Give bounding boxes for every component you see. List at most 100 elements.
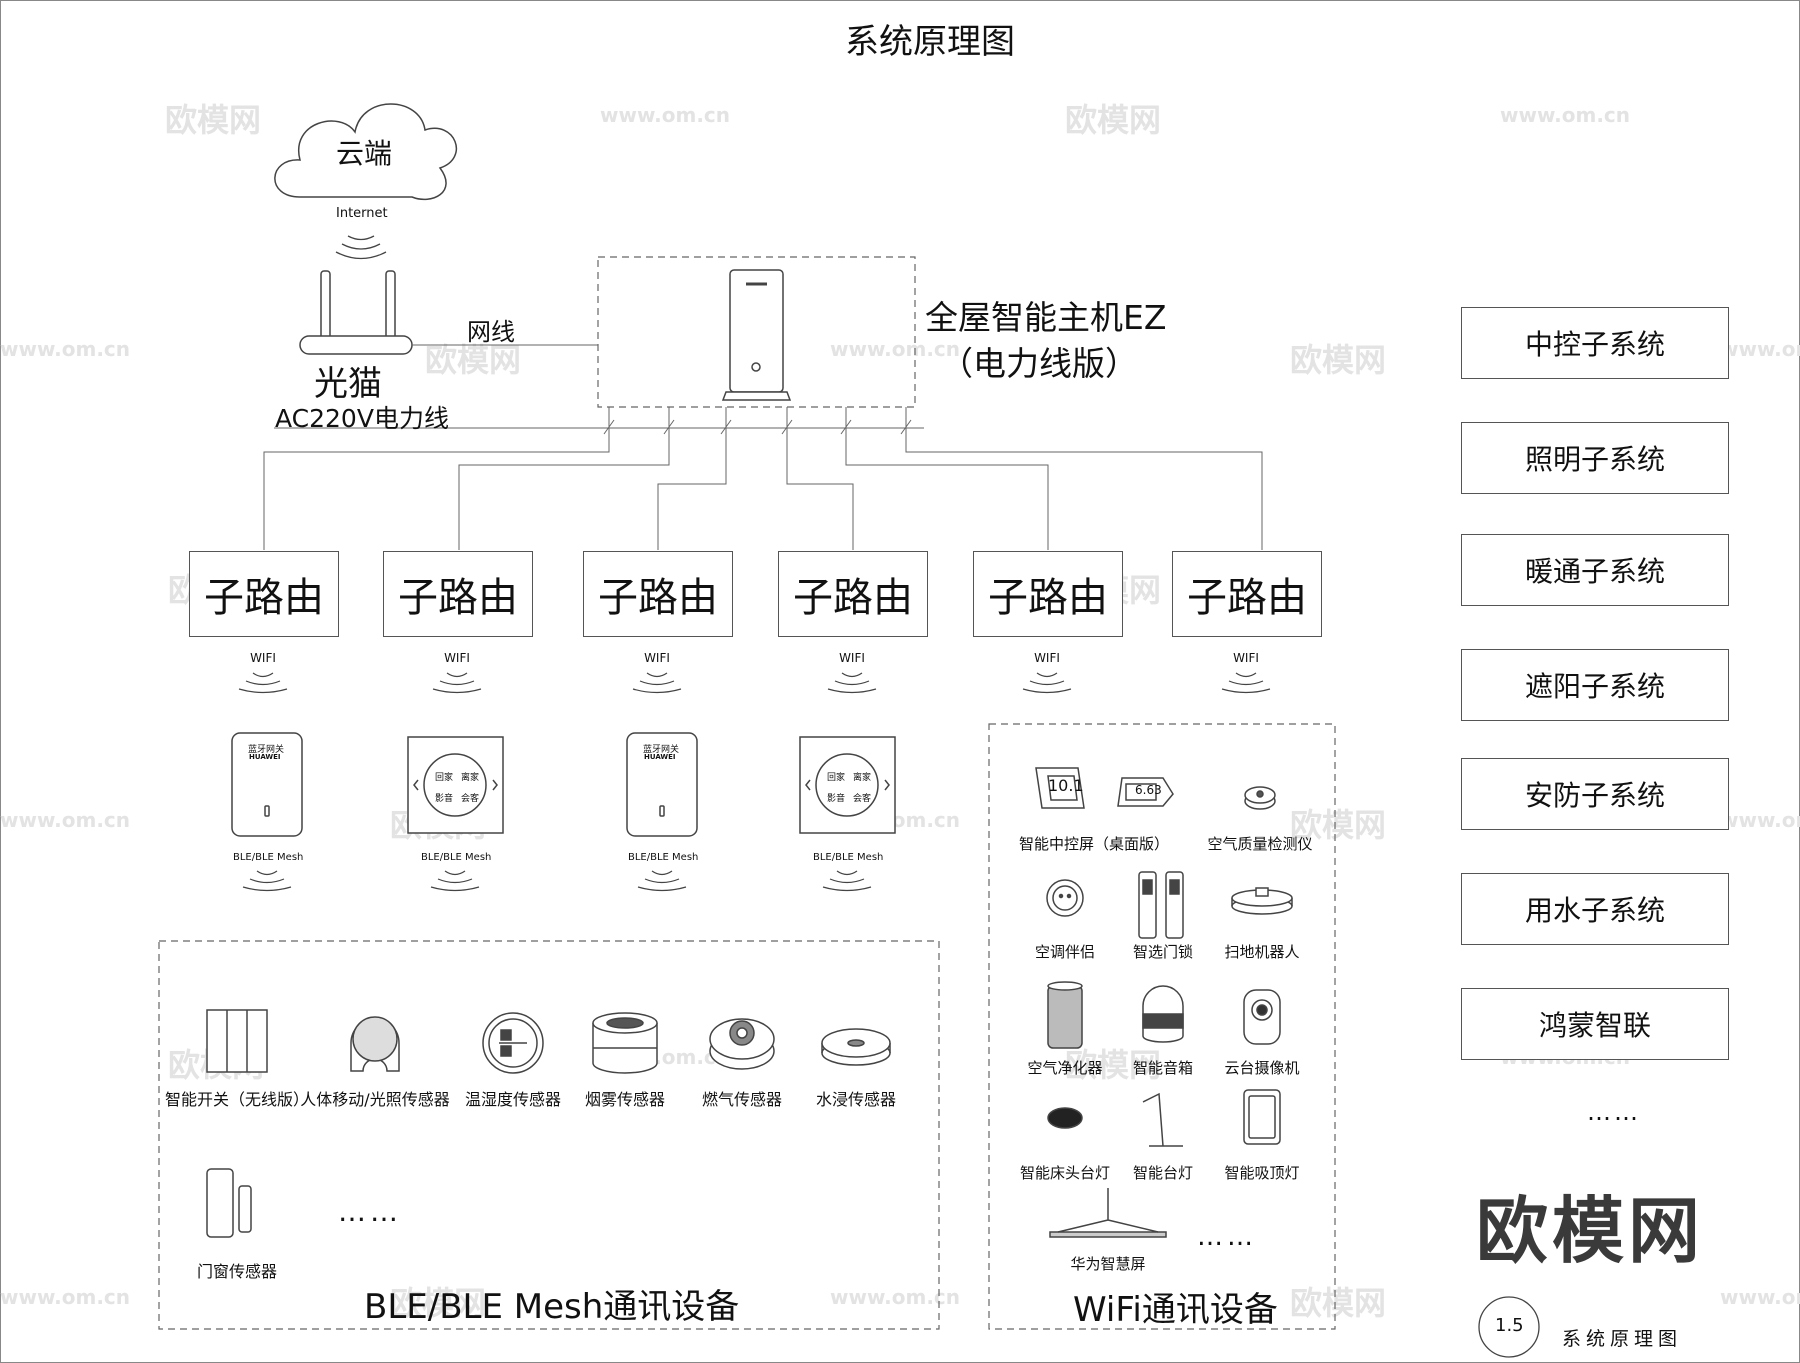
watermark-text: www.om.cn — [0, 1285, 131, 1309]
page-title: 系统原理图 — [845, 22, 1015, 62]
subsystem-label: 暖通子系统 — [1524, 555, 1665, 588]
cable-label: 网线 — [467, 318, 515, 346]
subsystem-box: 鸿蒙智联 — [1461, 988, 1729, 1060]
footer-number: 1.5 — [1495, 1315, 1524, 1336]
host-title: 全屋智能主机EZ — [925, 298, 1167, 337]
watermark-text: www.om.cn — [830, 337, 961, 361]
ble-device-label: 燃气传感器 — [701, 1090, 783, 1109]
subsystem-label: 用水子系统 — [1524, 894, 1665, 927]
wifi-label: WIFI — [1034, 651, 1060, 665]
scene-key-label: 影音 — [827, 794, 846, 804]
wifi-device-label: 智能吸顶灯 — [1224, 1164, 1300, 1182]
cloud-label: 云端 — [336, 137, 393, 170]
scene-key-label: 会客 — [853, 794, 872, 804]
wifi-device-label: 云台摄像机 — [1224, 1059, 1300, 1077]
ble-mesh-label: BLE/BLE Mesh — [421, 852, 492, 863]
wifi-label: WIFI — [644, 651, 670, 665]
wifi-device-label: 智选门锁 — [1132, 943, 1194, 961]
sub-router-box: 子路由 — [189, 551, 339, 637]
subsystem-label: 遮阳子系统 — [1524, 670, 1665, 703]
host-subtitle: （电力线版） — [940, 344, 1138, 383]
subsystem-label: 安防子系统 — [1524, 779, 1665, 812]
modem-icon — [299, 270, 413, 355]
modem-label: 光猫 — [314, 364, 382, 404]
watermark-text: www.om.cn — [600, 103, 731, 127]
watermark-text: 欧模网 — [390, 1284, 487, 1322]
wifi-device-label: 华为智慧屏 — [1070, 1255, 1146, 1273]
brand-logo: 欧模网 — [1476, 1189, 1705, 1273]
watermark-text: www.om.cn — [830, 1285, 961, 1309]
ble-device-label: 温湿度传感器 — [464, 1090, 562, 1109]
wifi-label: WIFI — [444, 651, 470, 665]
sub-router-label: 子路由 — [204, 575, 324, 621]
watermark-text: www.om.cn — [1500, 103, 1631, 127]
footer-label: 系统原理图 — [1562, 1328, 1683, 1350]
watermark-text: 欧模网 — [1290, 806, 1387, 844]
wifi-device-label: 智能中控屏（桌面版） — [1018, 835, 1170, 853]
sub-router-label: 子路由 — [793, 575, 913, 621]
gateway-name: 蓝牙网关 — [248, 745, 285, 755]
ble-device-label: 智能开关（无线版） — [164, 1090, 310, 1109]
watermark-text: www.om.cn — [0, 808, 131, 832]
ble-mesh-label: BLE/BLE Mesh — [233, 852, 304, 863]
scene-key-label: 回家 — [435, 773, 454, 783]
watermark-text: 欧模网 — [1065, 1046, 1162, 1084]
host-dashed-box — [597, 256, 916, 408]
gateway-name: 蓝牙网关 — [643, 745, 680, 755]
sub-router-label: 子路由 — [988, 575, 1108, 621]
wifi-label: WIFI — [839, 651, 865, 665]
screen-readout-2: 6.63 — [1135, 783, 1162, 797]
internet-wifi-icon — [335, 235, 387, 260]
subsystem-box: 中控子系统 — [1461, 307, 1729, 379]
ble-mesh-label: BLE/BLE Mesh — [628, 852, 699, 863]
power-line-label: AC220V电力线 — [275, 404, 449, 433]
wifi-device-label: 智能床头台灯 — [1019, 1164, 1111, 1182]
subsystem-box: 用水子系统 — [1461, 873, 1729, 945]
subsystem-label: 中控子系统 — [1524, 328, 1665, 361]
sub-router-box: 子路由 — [778, 551, 928, 637]
scene-key-label: 离家 — [853, 773, 872, 783]
wifi-device-label: 智能台灯 — [1132, 1164, 1194, 1182]
scene-key-label: 影音 — [435, 794, 454, 804]
subsystem-box: 暖通子系统 — [1461, 534, 1729, 606]
ble-group-title: BLE/BLE Mesh通讯设备 — [364, 1287, 740, 1327]
watermark-text: 欧模网 — [1290, 1284, 1387, 1322]
sub-router-label: 子路由 — [598, 575, 718, 621]
watermark-text: www.om.cn — [0, 337, 131, 361]
scene-key-label: 回家 — [827, 773, 846, 783]
wifi-label: WIFI — [1233, 651, 1259, 665]
watermark-text: www.om.cn — [1720, 808, 1800, 832]
ble-device-label: 水浸传感器 — [815, 1090, 897, 1109]
ble-device-label: 烟雾传感器 — [584, 1090, 666, 1109]
subsystem-label: 鸿蒙智联 — [1538, 1009, 1651, 1042]
cloud-icon — [274, 103, 458, 201]
wifi-group-title: WiFi通讯设备 — [1073, 1290, 1278, 1330]
wifi-device-label: 空调伴侣 — [1034, 943, 1096, 961]
ble-device-label: 门窗传感器 — [196, 1262, 278, 1281]
watermark-text: 欧模网 — [1065, 101, 1162, 139]
watermark-text: www.om.cn — [1720, 1285, 1800, 1309]
footer-circle — [1478, 1296, 1540, 1358]
wifi-device-label: 空气质量检测仪 — [1207, 835, 1313, 853]
subsystem-box: 安防子系统 — [1461, 758, 1729, 830]
ble-more: …… — [338, 1195, 402, 1228]
sub-router-box: 子路由 — [973, 551, 1123, 637]
sub-router-box: 子路由 — [583, 551, 733, 637]
watermark-text: www.om.cn — [1720, 337, 1800, 361]
scene-key-label: 离家 — [461, 773, 480, 783]
wifi-label: WIFI — [250, 651, 276, 665]
watermark-text: 欧模网 — [1290, 341, 1387, 379]
ble-device-label: 人体移动/光照传感器 — [300, 1090, 450, 1109]
sub-router-label: 子路由 — [398, 575, 518, 621]
wifi-device-label: 扫地机器人 — [1224, 943, 1300, 961]
wifi-more: …… — [1197, 1222, 1257, 1252]
wifi-device-label: 智能音箱 — [1132, 1059, 1194, 1077]
subsystem-box: 遮阳子系统 — [1461, 649, 1729, 721]
subsystem-label: 照明子系统 — [1524, 443, 1665, 476]
ble-mesh-label: BLE/BLE Mesh — [813, 852, 884, 863]
sub-router-label: 子路由 — [1187, 575, 1307, 621]
host-device-icon — [721, 269, 792, 401]
gateway-brand: HUAWEI — [644, 753, 676, 761]
power-drops — [263, 407, 1263, 550]
